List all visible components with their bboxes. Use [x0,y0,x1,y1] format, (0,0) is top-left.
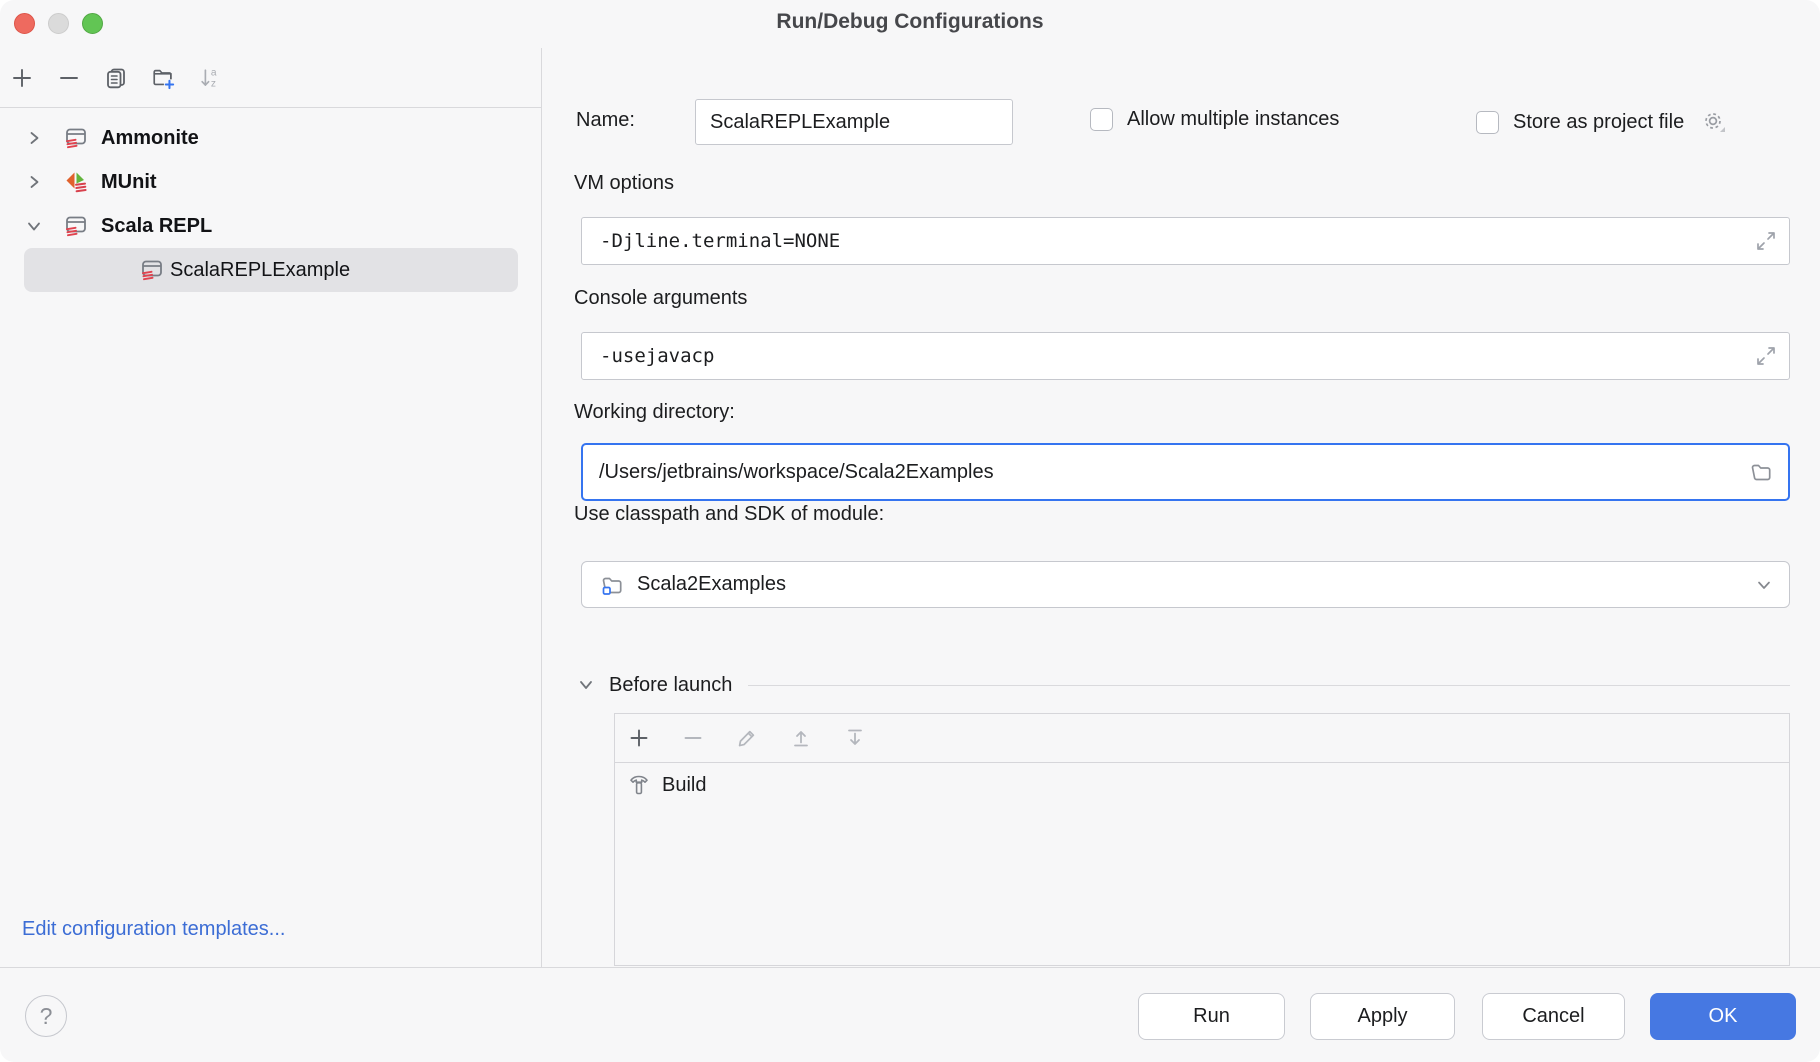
chevron-right-icon[interactable] [26,130,42,146]
scala-repl-config-type-icon [64,126,88,150]
working-directory-label: Working directory: [574,401,735,423]
vm-options-input[interactable]: -Djline.terminal=NONE [581,217,1790,265]
traffic-lights [14,13,103,34]
plus-icon [13,68,31,87]
chevron-right-icon[interactable] [26,174,42,190]
sort-alphabetically-icon: a z [201,67,217,89]
panel-divider [541,48,542,967]
working-directory-value: /Users/jetbrains/workspace/Scala2Example… [599,460,994,483]
store-as-project-file-option[interactable]: Store as project file [1476,108,1728,136]
before-launch-task-build[interactable]: Build [615,763,1789,807]
tree-item-munit[interactable]: MUnit [26,160,157,204]
apply-button[interactable]: Apply [1310,993,1455,1040]
zoom-button[interactable] [82,13,103,34]
tree-item-label: ScalaREPLExample [170,258,351,281]
chevron-down-icon[interactable] [577,676,595,694]
ok-button[interactable]: OK [1650,993,1796,1040]
store-as-project-file-label: Store as project file [1513,110,1685,133]
copy-configuration-button[interactable] [104,66,128,90]
tree-item-ammonite[interactable]: Ammonite [26,116,199,160]
working-directory-input[interactable]: /Users/jetbrains/workspace/Scala2Example… [581,443,1790,501]
module-icon [599,572,625,598]
console-arguments-value: -usejavacp [600,345,715,367]
tree-item-label: Ammonite [101,126,199,149]
allow-multiple-instances-label: Allow multiple instances [1127,108,1340,130]
sort-configurations-button: a z [198,66,222,90]
before-launch-title: Before launch [609,673,733,696]
scala-repl-config-icon [140,258,164,282]
add-configuration-button[interactable] [10,66,34,90]
add-task-button[interactable] [627,726,651,750]
svg-text:z: z [211,78,216,89]
console-arguments-input[interactable]: -usejavacp [581,332,1790,380]
chevron-down-icon[interactable] [1755,576,1773,594]
tree-item-label: Scala REPL [101,214,213,237]
svg-text:a: a [211,67,217,78]
module-label: Use classpath and SDK of module: [574,503,885,525]
remove-task-button [681,726,705,750]
remove-configuration-button[interactable] [57,66,81,90]
munit-config-type-icon [64,170,88,194]
before-launch-panel: Build [614,713,1790,966]
edit-task-button [735,726,759,750]
minimize-button [48,13,69,34]
chevron-down-icon[interactable] [26,218,42,234]
sidebar-toolbar: a z [0,48,541,108]
tree-item-scala-repl[interactable]: Scala REPL [26,204,212,248]
help-button[interactable]: ? [25,995,67,1037]
hammer-icon [626,772,652,798]
before-launch-toolbar [615,714,1789,763]
store-settings-gear-icon[interactable] [1700,108,1728,136]
section-divider [748,684,1790,686]
run-button[interactable]: Run [1138,993,1285,1040]
store-as-project-file-checkbox[interactable] [1476,110,1499,134]
vm-options-label: VM options [574,172,675,194]
task-label: Build [662,773,707,796]
browse-folder-icon[interactable] [1748,459,1774,485]
new-folder-button[interactable] [151,66,175,90]
allow-multiple-instances-option[interactable]: Allow multiple instances [1090,108,1339,131]
titlebar: Run/Debug Configurations [0,0,1820,48]
footer-divider [0,967,1820,968]
dialog-title: Run/Debug Configurations [776,10,1044,33]
tree-item-label: MUnit [101,170,157,193]
allow-multiple-instances-checkbox[interactable] [1090,108,1113,131]
expand-field-icon[interactable] [1753,343,1779,369]
minus-icon [60,76,78,79]
edit-configuration-templates-link[interactable]: Edit configuration templates... [22,918,286,940]
name-input[interactable] [695,99,1013,145]
tree-item-scalareplexample[interactable]: ScalaREPLExample [24,248,518,292]
module-select[interactable]: Scala2Examples [581,561,1790,608]
scala-repl-config-type-icon [64,214,88,238]
move-task-down-button [843,726,867,750]
copy-icon [107,68,125,88]
before-launch-header[interactable]: Before launch [577,672,1790,698]
module-value: Scala2Examples [637,573,786,595]
name-label: Name: [576,109,635,131]
new-folder-icon [153,69,175,89]
move-task-up-button [789,726,813,750]
console-arguments-label: Console arguments [574,287,748,309]
vm-options-value: -Djline.terminal=NONE [600,230,841,252]
expand-field-icon[interactable] [1753,228,1779,254]
cancel-button[interactable]: Cancel [1482,993,1625,1040]
close-button[interactable] [14,13,35,34]
